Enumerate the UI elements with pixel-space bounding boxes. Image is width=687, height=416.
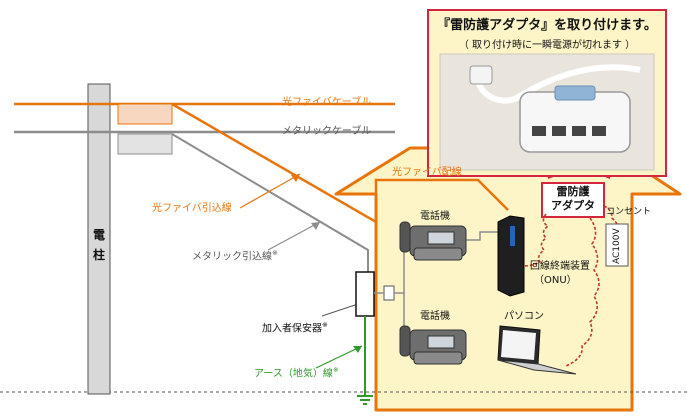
adapter-box	[541, 182, 605, 218]
adapter-label: 雷防護 アダプタ	[543, 185, 603, 213]
pole-label-2: 柱	[93, 248, 106, 262]
wall-jack	[383, 285, 395, 301]
adapter-to-outlet-cable	[603, 205, 618, 225]
phone-top-icon	[399, 221, 467, 261]
optical-dropline	[171, 102, 509, 225]
optical-cable-label: 光ファイバケーブル	[282, 97, 372, 108]
adapter-to-laptop-cable	[565, 217, 600, 367]
phone-bottom-label: 電話機	[420, 311, 450, 322]
phone-top-label: 電話機	[420, 211, 450, 222]
adapter-plug	[469, 65, 493, 85]
utility-pole	[87, 83, 111, 395]
phone-bottom-icon	[399, 325, 467, 365]
adapter-to-onu-cable	[523, 213, 550, 267]
onu-label-line2: （ONU）	[534, 275, 577, 286]
adapter-label-line2: アダプタ	[551, 198, 595, 212]
metallic-closure	[117, 133, 173, 155]
metallic-cable-label: メタリックケーブル	[282, 126, 372, 137]
adapter-body	[519, 91, 631, 153]
adapter-label-line1: 雷防護	[556, 185, 590, 198]
subscriber-protector-label: 加入者保安器※	[262, 321, 328, 335]
ac-label: AC100V	[612, 228, 622, 264]
laptop-icon	[497, 325, 577, 375]
pc-label: パソコン	[504, 311, 544, 322]
onu-label-line1: 回線終端装置	[530, 261, 590, 272]
onu-icon	[497, 215, 525, 297]
metallic-dropline	[171, 133, 369, 272]
pole-label-1: 電	[93, 228, 106, 242]
callout-subtitle: （ 取り付け時に一瞬電源が切れます ）	[458, 40, 636, 51]
subscriber-protector	[355, 271, 375, 317]
metallic-dropline-label: メタリック引込線※	[192, 249, 278, 263]
optical-closure	[117, 103, 173, 125]
callout-title: 『雷防護アダプタ』を取り付けます。	[437, 18, 657, 33]
optical-dropline-label: 光ファイバ引込線	[152, 203, 232, 214]
earth-line-label: アース（地気）線※	[254, 366, 339, 380]
outlet-label: コンセント	[606, 207, 652, 217]
optical-wiring-label: 光ファイバ配線	[392, 167, 462, 178]
